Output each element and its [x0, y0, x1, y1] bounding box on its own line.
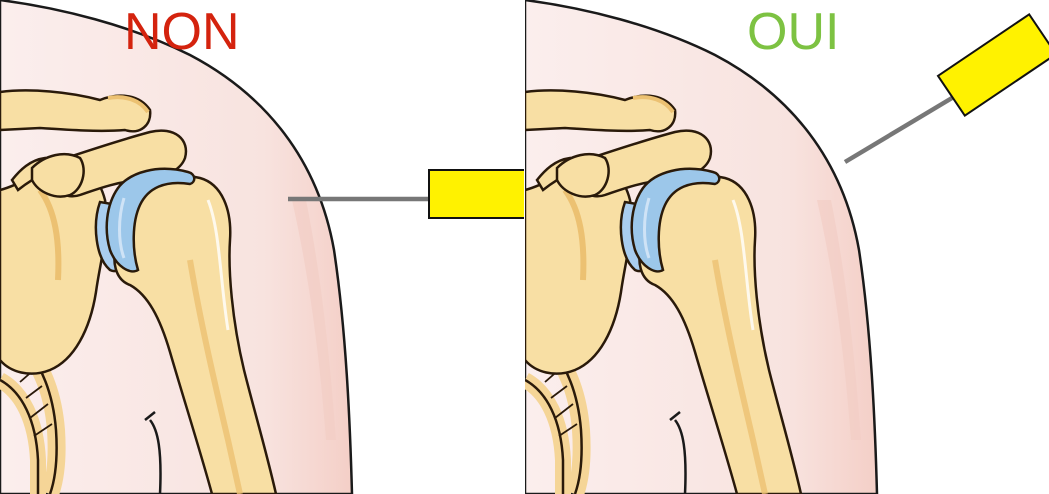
lead-wire-icon [845, 95, 957, 162]
clavicle [0, 90, 150, 131]
panel-non: NON [0, 0, 524, 494]
electrode-oui [845, 14, 1049, 162]
shoulder-illustration-non [0, 0, 524, 494]
shoulder-illustration-oui [525, 0, 1049, 494]
panel-label-oui: OUI [747, 4, 839, 60]
electrode-pad-icon [938, 14, 1049, 115]
panel-oui: OUI [525, 0, 1049, 494]
clavicle [525, 90, 675, 131]
panel-label-non: NON [124, 4, 240, 60]
electrode-pad-icon [429, 170, 524, 218]
